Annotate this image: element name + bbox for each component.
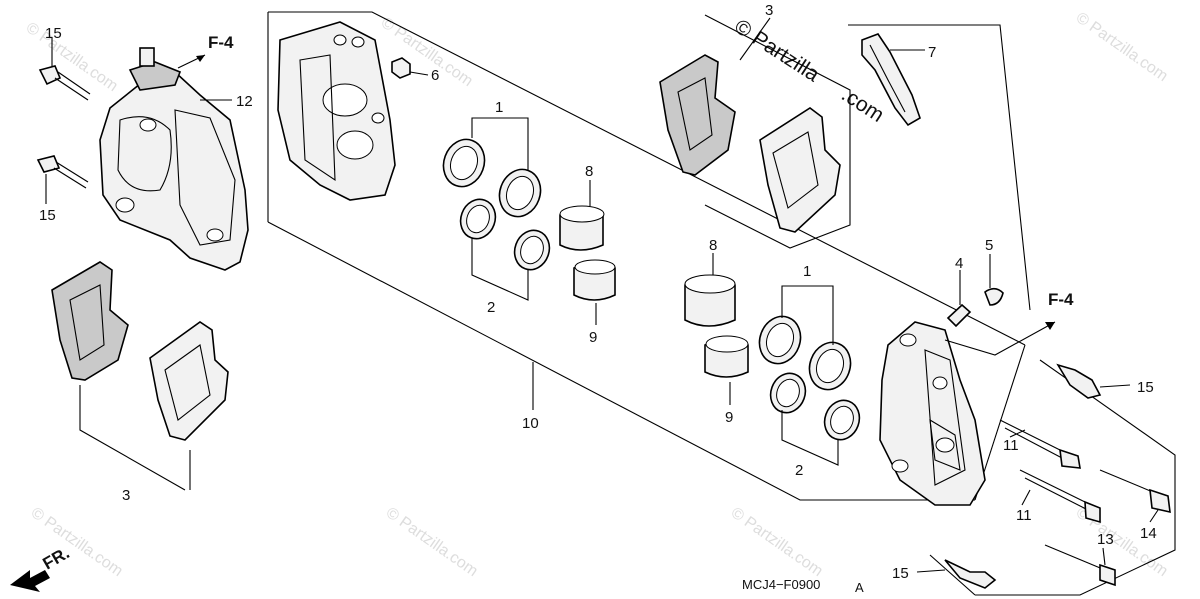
callout-11: 11 (1003, 437, 1019, 454)
nut-6 (391, 57, 429, 79)
pistons-top (559, 180, 616, 325)
callout-8: 8 (709, 237, 717, 254)
watermark-text: © Partzilla.com (728, 504, 826, 580)
front-label: FR. (40, 543, 73, 573)
front-arrow: FR. (10, 543, 73, 592)
watermark-text: © Partzilla.com (23, 19, 121, 95)
callout-11: 11 (1016, 507, 1032, 524)
orientation-marker-right: F-4 (944, 290, 1074, 356)
left-bolts (36, 38, 91, 204)
right-bolts (944, 363, 1171, 589)
callout-15: 15 (1137, 379, 1154, 396)
callout-3: 3 (765, 2, 773, 19)
orientation-marker-left: F-4 (177, 33, 234, 69)
group-outline-7 (848, 24, 1031, 311)
watermark-line-2: .com (837, 83, 888, 127)
watermark-text: © Partzilla.com (1073, 9, 1171, 85)
pistons-right (684, 253, 749, 405)
callout-10: 10 (522, 415, 539, 432)
group-outline-bolts-right (929, 359, 1176, 596)
callout-15: 15 (39, 207, 56, 224)
orientation-label-right: F-4 (1048, 290, 1074, 309)
callout-9: 9 (725, 409, 733, 426)
watermark-line-1: © Partzilla (730, 15, 823, 87)
piston-seals-top (442, 117, 551, 301)
piston-seals-right (758, 285, 861, 466)
group-outline-pads-top (704, 14, 851, 249)
diagram-code-text: MCJ4−F0900 (742, 577, 820, 592)
callout-9: 9 (589, 329, 597, 346)
callout-1: 1 (495, 99, 503, 116)
watermark-text: © Partzilla.com (378, 14, 476, 90)
callout-3: 3 (122, 487, 130, 504)
callout-1: 1 (803, 263, 811, 280)
watermark-text: © Partzilla.com (383, 504, 481, 580)
callout-15: 15 (45, 25, 62, 42)
callout-6: 6 (431, 67, 439, 84)
diagram-code: MCJ4−F0900 A (742, 577, 864, 595)
callout-7: 7 (928, 44, 936, 61)
caliper-half-right (879, 321, 986, 506)
callout-5: 5 (985, 237, 993, 254)
front-arrow-icon (10, 570, 50, 592)
orientation-label-left: F-4 (208, 33, 234, 52)
left-caliper-assembly (99, 47, 249, 271)
callout-13: 13 (1097, 531, 1114, 548)
callout-14: 14 (1140, 525, 1157, 542)
callout-8: 8 (585, 163, 593, 180)
caliper-half-top (277, 21, 396, 201)
callouts: 15 15 12 6 3 7 1 2 8 9 10 3 8 1 9 2 4 5 … (39, 2, 1159, 582)
callout-2: 2 (795, 462, 803, 479)
brake-pads-top (659, 54, 841, 233)
watermark-text: © Partzilla.com (28, 504, 126, 580)
callout-4: 4 (955, 255, 963, 272)
diagram-code-suffix: A (855, 580, 864, 595)
callout-2: 2 (487, 299, 495, 316)
bleeder-valve (946, 254, 1004, 328)
callout-12: 12 (236, 93, 253, 110)
left-brake-pads (51, 261, 229, 491)
pad-pin-7 (861, 33, 925, 127)
callout-15: 15 (892, 565, 909, 582)
